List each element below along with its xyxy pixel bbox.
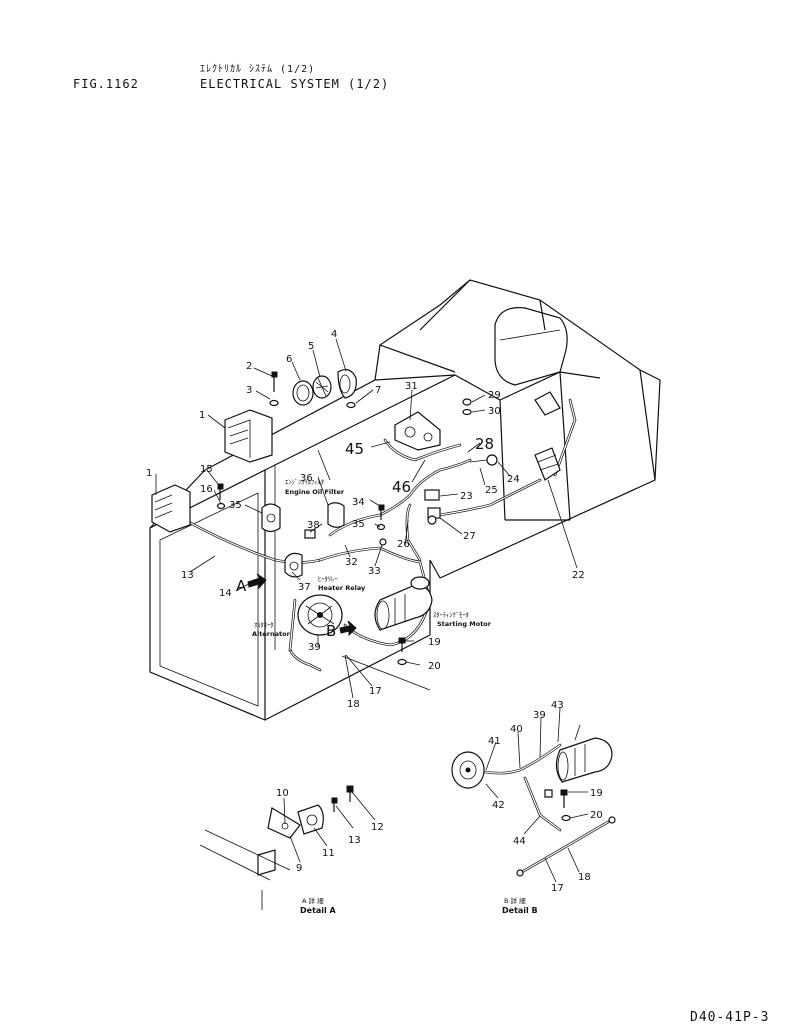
part-label: 18 — [347, 699, 360, 710]
part-label: 28 — [475, 435, 494, 453]
component-captions: ｴﾝｼﾞﾝｵｲﾙﾌｨﾙﾀ Engine Oil Filter ﾋｰﾀﾘﾚｰ He… — [236, 478, 538, 915]
part-label: 45 — [345, 440, 364, 458]
part-label: 17 — [551, 883, 564, 894]
part-label: 1 — [199, 410, 205, 421]
part-label: 24 — [507, 474, 520, 485]
heater-relay-caption: Heater Relay — [318, 584, 366, 592]
heater-relay-caption-jp: ﾋｰﾀﾘﾚｰ — [318, 575, 338, 583]
detail-a-caption: Detail A — [300, 906, 337, 915]
part-label: 31 — [405, 381, 418, 392]
part-label: 39 — [308, 642, 321, 653]
part-label: 38 — [307, 520, 320, 531]
part-label: 19 — [590, 788, 603, 799]
part-label: 41 — [488, 736, 501, 747]
starting-motor — [374, 576, 433, 631]
battery-terminal-cluster — [534, 391, 561, 481]
part-label: 6 — [286, 354, 292, 365]
part-label: 26 — [397, 539, 410, 550]
part-label: 3 — [246, 385, 252, 396]
part-label: 13 — [348, 835, 361, 846]
part-label: 23 — [460, 491, 473, 502]
view-marker-a: A — [236, 577, 247, 595]
part-label: 33 — [368, 566, 381, 577]
detail-a-caption-jp: A 詳 細 — [302, 896, 324, 905]
oil-filter-caption: Engine Oil Filter — [285, 488, 345, 496]
part-label: 43 — [551, 700, 564, 711]
figure-number: FIG.1162 — [73, 77, 139, 91]
connector-27 — [469, 454, 498, 466]
part-label: 30 — [488, 406, 501, 417]
part-label: 36 — [300, 473, 313, 484]
leader-lines — [155, 338, 589, 883]
lamp-housing-lower — [151, 484, 191, 533]
part-label: 13 — [181, 570, 194, 581]
bolts-misc — [216, 483, 387, 546]
headlight-assembly — [292, 368, 357, 406]
part-label: 15 — [200, 464, 213, 475]
washers-28-29 — [462, 398, 472, 416]
part-number-labels: 2 3 4 5 6 7 1 1 15 16 35 13 14 36 38 37 … — [146, 329, 603, 894]
part-label: 17 — [369, 686, 382, 697]
part-label: 12 — [371, 822, 384, 833]
part-label: 1 — [146, 468, 152, 479]
alternator-caption-jp: ｵﾙﾀﾈｰﾀ — [254, 621, 274, 629]
view-arrow-b — [339, 620, 357, 637]
part-label: 34 — [352, 497, 365, 508]
part-label: 5 — [308, 341, 314, 352]
figure-title: ELECTRICAL SYSTEM (1/2) — [200, 77, 390, 91]
part-label: 20 — [590, 810, 603, 821]
part-label: 11 — [322, 848, 335, 859]
part-label: 29 — [488, 390, 501, 401]
part-label: 4 — [331, 329, 337, 340]
bolt-and-washers — [269, 371, 356, 409]
part-label: 7 — [375, 385, 381, 396]
part-label: 19 — [428, 637, 441, 648]
part-label: 27 — [463, 531, 476, 542]
part-label: 39 — [533, 710, 546, 721]
detail-a-drawing — [199, 785, 354, 910]
view-marker-b: B — [326, 622, 336, 640]
part-label: 20 — [428, 661, 441, 672]
sensor-36 — [327, 502, 345, 528]
alternator-caption: Alternator — [252, 630, 291, 638]
relay-cluster — [424, 489, 441, 525]
part-label: 10 — [276, 788, 289, 799]
part-label: 32 — [345, 557, 358, 568]
part-label: 16 — [200, 484, 213, 495]
starting-motor-caption-jp: ｽﾀｰﾃｨﾝｸﾞﾓｰﾀ — [433, 611, 469, 619]
heater-relay — [284, 552, 303, 578]
alternator — [297, 594, 343, 636]
connector-38 — [304, 529, 316, 539]
part-label: 9 — [296, 863, 302, 874]
part-label: 42 — [492, 800, 505, 811]
part-label: 37 — [298, 582, 311, 593]
part-label: 46 — [392, 478, 411, 496]
figure-subtitle-jp: ｴﾚｸﾄﾘｶﾙ ｼｽﾃﾑ (1/2) — [200, 64, 316, 75]
lamp-housing-upper — [224, 409, 273, 463]
part-label: 25 — [485, 485, 498, 496]
detail-b-caption-jp: B 詳 細 — [504, 896, 526, 905]
part-label: 44 — [513, 836, 526, 847]
part-label: 35 — [352, 519, 365, 530]
bracket-30 — [394, 411, 441, 451]
detail-b-caption: Detail B — [502, 906, 538, 915]
part-label: 18 — [578, 872, 591, 883]
machine-body-outline — [149, 279, 661, 721]
part-label: 14 — [219, 588, 232, 599]
view-arrow-a — [247, 573, 267, 590]
starting-motor-caption: Starting Motor — [437, 620, 492, 628]
detail-b-drawing — [451, 724, 616, 877]
part-label: 22 — [572, 570, 585, 581]
part-label: 2 — [246, 361, 252, 372]
part-label: 40 — [510, 724, 523, 735]
part-label: 35 — [229, 500, 242, 511]
oil-filter-switch — [261, 503, 281, 533]
oil-filter-caption-jp: ｴﾝｼﾞﾝｵｲﾙﾌｨﾙﾀ — [285, 478, 324, 486]
page-code: D40-41P-3 — [690, 1010, 770, 1025]
